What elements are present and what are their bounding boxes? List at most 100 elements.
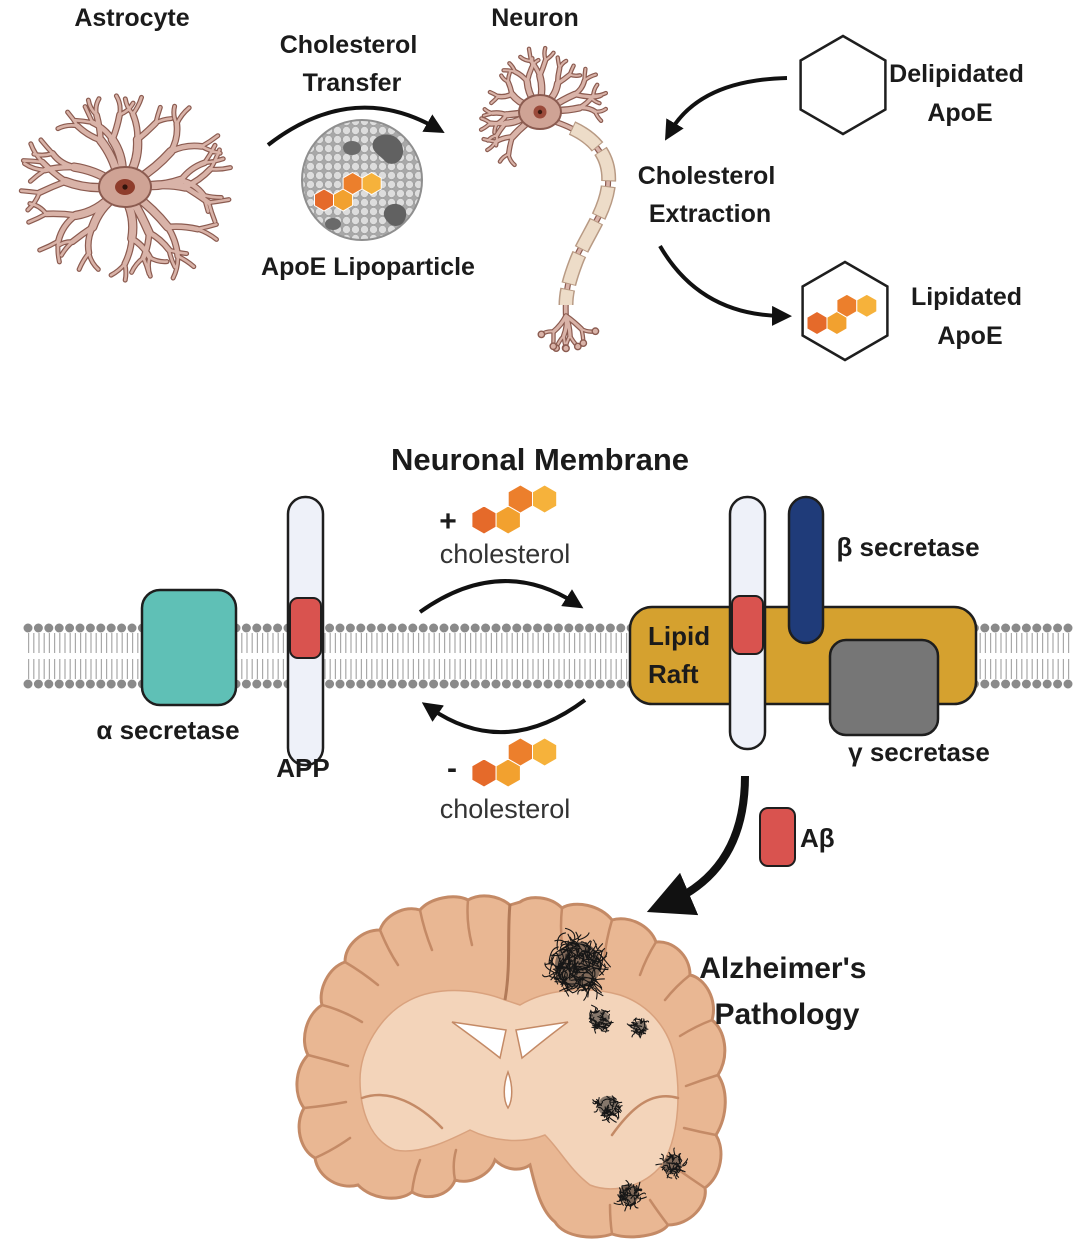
delipidated-apoe-label: Delipidated ApoE [889,60,1031,127]
lateral-ventricle-left [451,1021,507,1060]
plus-cholesterol-label: cholesterol [440,539,571,569]
apoe-protein-blob [383,203,407,226]
cholesterol-ring [314,188,334,212]
alzheimers-pathology-label: Alzheimer's Pathology [699,952,875,1031]
synaptic-knob [579,339,588,347]
abeta-peptide [759,807,796,867]
cholesterol-transfer-arrow [266,105,445,147]
minus-cholesterol-label: cholesterol [440,794,571,824]
delipidated-apoe-hexagon [799,34,887,136]
cholesterol-icon [471,737,558,788]
cholesterol-ring [532,737,558,767]
alpha-secretase [140,588,238,707]
amyloid-plaque [626,1017,650,1039]
dendrite [503,73,582,140]
plaque-fibrils [592,1095,623,1124]
amyloid-plaque [588,1004,614,1034]
cholesterol-icon [314,171,382,212]
gamma-secretase-label: γ secretase [848,737,990,767]
cholesterol-ring [361,171,382,196]
lipid-raft-label: Lipid Raft [648,621,717,689]
apoe-protein-blob [343,141,361,155]
dendrite [488,58,597,156]
synaptic-knob [562,344,570,353]
abeta-domain-left [289,597,322,659]
amyloid-plaque [592,1095,623,1124]
apoe-protein-blob [372,134,404,164]
lateral-ventricle-right [515,1021,569,1060]
synaptic-knob [573,342,582,351]
brain-coronal-section [295,894,727,1239]
cholesterol-ring [856,293,878,318]
synaptic-knob [537,330,546,339]
plaque-fibrils [588,1004,614,1034]
astrocyte-label: Astrocyte [74,4,189,32]
brain-white-matter [359,989,679,1190]
raft-dissolution-arrow [421,698,587,734]
pathology-arrow [646,775,749,916]
astrocyte-process [37,111,213,266]
apoe-lipoparticle [301,119,423,241]
gamma-secretase [828,638,940,737]
apoe-lipoparticle-label: ApoE Lipoparticle [261,253,475,281]
beta-secretase [787,495,825,645]
beta-secretase-label: β secretase [836,532,979,562]
lipidated-apoe-label: Lipidated ApoE [911,283,1029,350]
axon-terminal-branch [551,314,583,338]
cholesterol-icon [806,293,878,336]
minus-sign: - [447,752,457,785]
lipid-raft-line2: Raft [648,659,699,689]
abeta-domain-right [731,595,764,655]
astrocyte-processes [18,93,233,283]
axon-terminal [537,313,600,353]
apoe-protein-blob [325,218,341,230]
neuron-label: Neuron [491,4,579,32]
plaque-fibrils [613,1179,647,1212]
alzheimers-line2: Pathology [714,998,859,1031]
app-label: APP [276,753,329,783]
astrocyte-cell [18,93,233,283]
cholesterol-ring [342,171,363,196]
cholesterol-ring [532,484,558,514]
cholesterol-extraction-label: Cholesterol Extraction [638,162,782,228]
cholesterol-ring [471,758,497,788]
extraction-arrow-out [658,244,792,326]
cholesterol-ring [471,505,497,535]
neuron-cell [478,45,617,353]
plaque-fibrils [542,927,611,1001]
delipidated-apoe-line1: Delipidated [889,60,1024,88]
amyloid-plaque [542,927,611,1001]
synaptic-knob [549,342,558,351]
alpha-secretase-label: α secretase [96,715,239,745]
cholesterol-extraction-line2: Extraction [649,200,771,228]
longitudinal-fissure [503,903,512,1001]
astrocyte-nucleolus [122,184,128,190]
axon-terminal-branch [540,327,597,350]
astrocyte-process [62,136,189,243]
abeta-label: Aβ [800,823,835,853]
cholesterol-transfer-label: Cholesterol Transfer [280,31,424,97]
plaque-fibrils [655,1147,689,1180]
brain-sulci [302,898,720,1236]
plaque-fibrils [626,1017,650,1039]
raft-formation-arrow [418,579,584,614]
myelin-sheath [560,122,615,306]
lipidated-apoe-line1: Lipidated [911,283,1022,311]
astrocyte-process [20,94,232,282]
amyloid-plaque [613,1179,647,1212]
delipidated-apoe-line2: ApoE [927,99,992,127]
neuronal-membrane-title: Neuronal Membrane [391,442,689,477]
neuron-nucleolus [537,109,543,115]
neuron-dendrites [478,45,608,168]
cholesterol-icon [471,484,558,535]
amyloid-plaques [542,927,689,1212]
myelin-sheath-outline [558,121,617,306]
amyloid-plaque [655,1147,689,1180]
cholesterol-transfer-line1: Cholesterol [280,31,418,59]
alzheimers-line1: Alzheimer's [699,952,866,985]
lipidated-apoe-line2: ApoE [937,322,1002,350]
plus-sign: + [439,505,457,538]
cholesterol-transfer-line2: Transfer [303,69,402,97]
extraction-arrow-in [664,76,788,141]
